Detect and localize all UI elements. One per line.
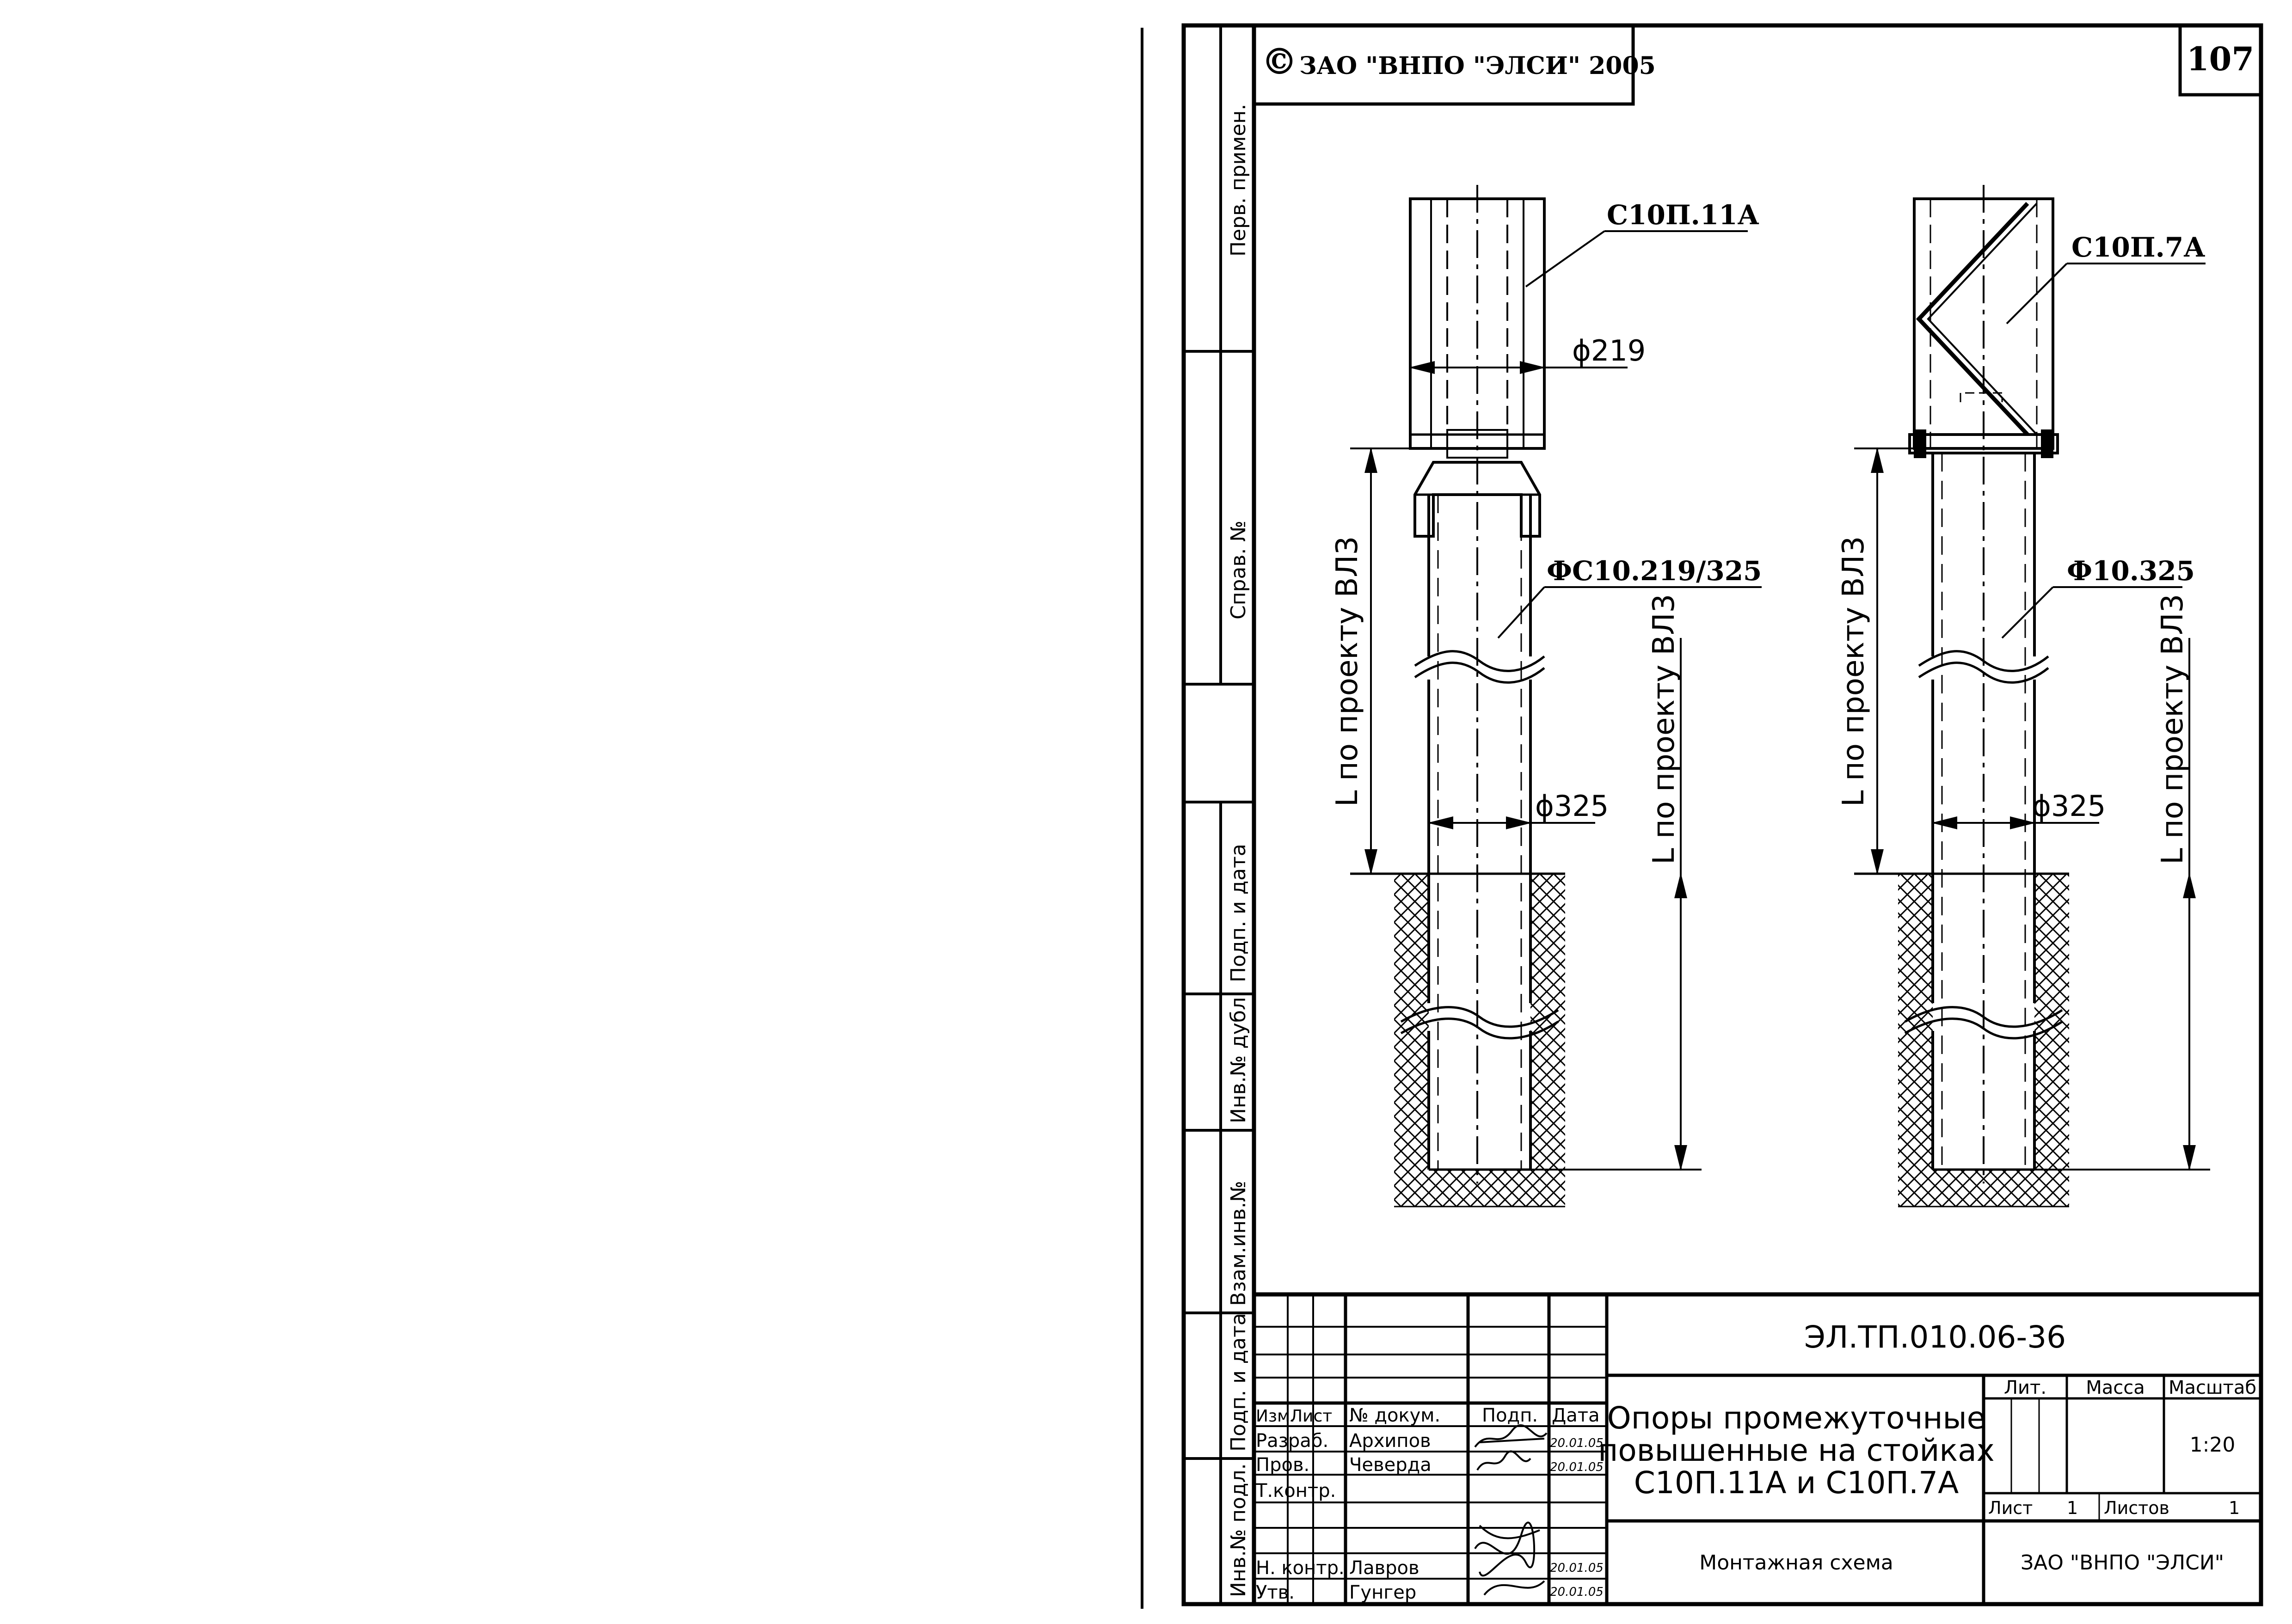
title-line-2: повышенные на стойках xyxy=(1598,1433,1994,1468)
massa-label: Масса xyxy=(2086,1377,2145,1398)
side-podp-data-1: Подп. и дата xyxy=(1227,844,1250,982)
sheet-number: 107 xyxy=(2187,40,2254,78)
doc-code: ЭЛ.ТП.010.06-36 xyxy=(1804,1319,2066,1355)
left-bottom-diameter: ϕ325 xyxy=(1535,789,1609,823)
tb-date-utv: 20.01.05 xyxy=(1550,1585,1604,1599)
side-strip xyxy=(1184,25,1254,1604)
tb-col-doc: № докум. xyxy=(1349,1405,1440,1426)
tb-role-nkontr: Н. контр. xyxy=(1256,1557,1345,1579)
tb-date-razrab: 20.01.05 xyxy=(1550,1436,1604,1450)
right-stand-label: С10П.7А xyxy=(2071,232,2205,263)
side-vzam-inv: Взам.инв.№ xyxy=(1227,1181,1250,1306)
side-inv-podl: Инв.№ подл. xyxy=(1227,1463,1250,1597)
left-foundation-label: ФС10.219/325 xyxy=(1547,555,1762,587)
tb-role-prov: Пров. xyxy=(1256,1454,1309,1476)
title-line-3: С10П.11А и С10П.7А xyxy=(1634,1465,1959,1501)
title-line-1: Опоры промежуточные xyxy=(1607,1400,1986,1436)
tb-col-list: Лист xyxy=(1290,1407,1332,1426)
left-pole-assembly xyxy=(1350,185,1762,1207)
drawing-frame xyxy=(1252,23,2263,1606)
title-block-grid xyxy=(1254,1292,2261,1604)
tb-role-utv: Утв. xyxy=(1256,1582,1295,1603)
tb-date-nkontr: 20.01.05 xyxy=(1550,1561,1604,1575)
side-podp-data-2: Подп. и дата xyxy=(1227,1313,1250,1452)
subtitle: Монтажная схема xyxy=(1699,1551,1893,1575)
right-length-label: L по проекту ВЛ3 xyxy=(1837,536,1871,807)
tb-col-izm: Изм. xyxy=(1256,1407,1295,1426)
copyright-box xyxy=(1252,24,1635,106)
scale-value: 1:20 xyxy=(2190,1433,2236,1457)
list-value: 1 xyxy=(2067,1498,2078,1518)
copyright-symbol: © xyxy=(1261,41,1297,83)
tb-name-nkontr: Лавров xyxy=(1349,1557,1419,1579)
left-stand-label: С10П.11А xyxy=(1607,199,1759,231)
side-sprav-no: Справ. № xyxy=(1227,521,1250,619)
right-pole-assembly xyxy=(1854,185,2210,1207)
side-inv-dubl: Инв.№ дубл. xyxy=(1227,991,1250,1123)
lit-label: Лит. xyxy=(2004,1377,2046,1398)
right-bottom-diameter: ϕ325 xyxy=(2032,789,2106,823)
tb-role-razrab: Разраб. xyxy=(1256,1430,1328,1452)
sheet-number-box xyxy=(2178,24,2263,97)
masshtab-label: Масштаб xyxy=(2169,1377,2256,1398)
tb-col-podp: Подп. xyxy=(1482,1405,1538,1426)
left-depth-label: L по проекту ВЛ3 xyxy=(1647,594,1681,864)
tb-col-data: Дата xyxy=(1552,1405,1600,1426)
side-perv-primen: Перв. примен. xyxy=(1227,104,1250,257)
listov-label: Листов xyxy=(2104,1498,2169,1518)
tb-role-tkontr: Т.контр. xyxy=(1255,1480,1336,1501)
tb-name-prov: Чеверда xyxy=(1349,1454,1432,1476)
signatures xyxy=(1474,1424,1548,1596)
right-foundation-label: Ф10.325 xyxy=(2067,555,2195,587)
list-label: Лист xyxy=(1988,1498,2033,1518)
tb-name-razrab: Архипов xyxy=(1349,1430,1431,1452)
right-depth-label: L по проекту ВЛ3 xyxy=(2156,594,2190,864)
tb-name-utv: Гунгер xyxy=(1349,1582,1416,1603)
left-top-diameter: ϕ219 xyxy=(1572,334,1646,368)
left-length-label: L по проекту ВЛ3 xyxy=(1330,536,1364,807)
tb-date-prov: 20.01.05 xyxy=(1550,1460,1604,1474)
organization: ЗАО "ВНПО "ЭЛСИ" xyxy=(2021,1551,2224,1575)
listov-value: 1 xyxy=(2229,1498,2240,1518)
copyright-text: ЗАО "ВНПО "ЭЛСИ" 2005 xyxy=(1299,52,1656,80)
